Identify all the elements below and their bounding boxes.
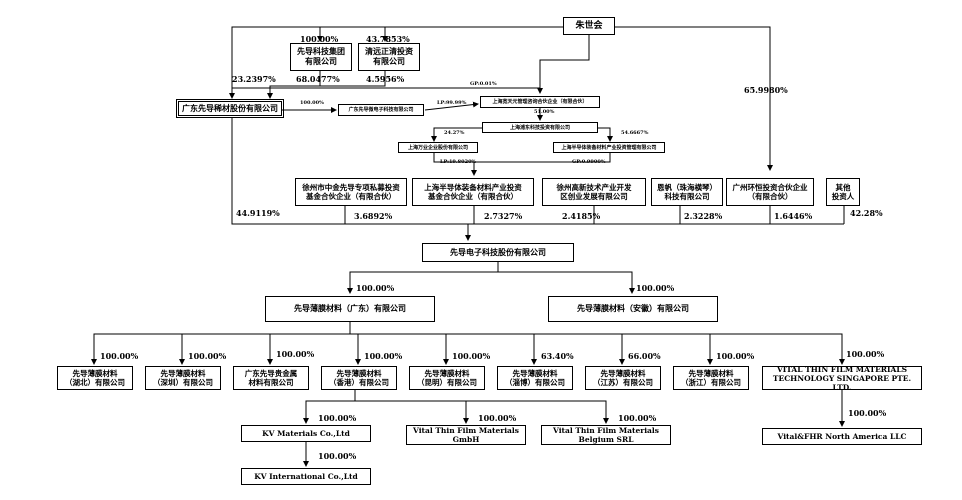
pct-bm-ah: 100.00% [636,283,675,293]
pct-16446: 1.6446% [774,211,813,221]
pct-xiandao-tech: 100.00% [300,34,339,44]
pct-belgium: 100.00% [618,413,657,423]
pct-24185: 2.4185% [562,211,601,221]
box-enfan-zhuhai: 恩帆（珠海横琴） 科技有限公司 [651,178,723,206]
pct-2427: 24.27% [444,130,465,136]
box-xuzhou-hitech: 徐州高新技术产业开发 区创业发展有限公司 [542,178,646,206]
pct-659980: 65.9980% [744,85,788,95]
box-thin-film-hongkong: 先导薄膜材料 （香港）有限公司 [321,366,397,390]
box-shanghai-semi-fund: 上海半导体装备材料产业投资 基金合伙企业（有限合伙） [412,178,534,206]
pct-bm-gd: 100.00% [356,283,395,293]
pct-449119: 44.9119% [236,208,280,218]
pct-hubei: 100.00% [100,351,139,361]
box-shanghai-wanye: 上海万业企业股份有限公司 [398,142,478,153]
box-shanghai-kuantianyuan: 上海宽天元管理咨询合伙企业（有限合伙） [480,96,600,108]
box-vital-belgium: Vital Thin Film Materials Belgium SRL [541,425,671,445]
box-shanghai-pudong-tech: 上海浦东科技投资有限公司 [482,122,598,133]
box-qingyuan-investment: 清远正清投资 有限公司 [358,43,420,71]
pct-36892: 3.6892% [354,211,393,221]
pct-23228: 2.3228% [684,211,723,221]
pct-gdgj: 100.00% [276,349,315,359]
pct-lp-198: LP:19.8020% [440,159,477,165]
box-thin-film-jiangsu: 先导薄膜材料 （江苏）有限公司 [585,366,661,390]
pct-gmbh: 100.00% [478,413,517,423]
box-kv-materials: KV Materials Co.,Ltd [241,425,371,442]
pct-kv-international: 100.00% [318,451,357,461]
box-thin-film-shenzhen: 先导薄膜材料 （深圳）有限公司 [145,366,221,390]
box-thin-film-anhui: 先导薄膜材料（安徽）有限公司 [548,296,718,322]
pct-kv-materials: 100.00% [318,413,357,423]
pct-north-america: 100.00% [848,408,887,418]
box-thin-film-zibo: 先导薄膜材料 （淄博）有限公司 [497,366,573,390]
pct-546667: 54.6667% [621,130,649,136]
pct-27327: 2.7327% [484,211,523,221]
pct-js: 66.00% [628,351,661,361]
box-kv-international: KV International Co.,Ltd [241,468,371,485]
box-other-investors: 其他 投资人 [826,178,860,206]
box-vital-singapore: VITAL THIN FILM MATERIALS TECHNOLOGY SIN… [762,365,922,392]
pct-xdtech-gd: 68.0477% [296,74,340,84]
pct-qy-gd: 4.5956% [366,74,405,84]
pct-gp-001: GP:0.01% [470,81,497,87]
box-thin-film-guangdong: 先导薄膜材料（广东）有限公司 [265,296,435,322]
box-guangzhou-huanheng: 广州环恒投资合伙企业 （有限合伙） [726,178,814,206]
pct-km: 100.00% [452,351,491,361]
box-xiandao-electronics: 先导电子科技股份有限公司 [422,243,574,262]
box-guangdong-precious-metal: 广东先导贵金属 材料有限公司 [233,366,309,390]
box-guangdong-xiandao-micro: 广东先导微电子科技有限公司 [338,104,424,116]
pct-hk: 100.00% [364,351,403,361]
pct-zj: 100.00% [716,351,755,361]
box-vital-north-america: Vital&FHR North America LLC [762,428,922,445]
pct-qingyuan: 43.7853% [366,34,410,44]
box-thin-film-hubei: 先导薄膜材料 （湖北）有限公司 [57,366,133,390]
box-zhu-shihui: 朱世会 [563,17,615,35]
pct-shenzhen: 100.00% [188,351,227,361]
pct-gp-09: GP:0.9900% [572,159,606,165]
pct-4228: 42.28% [850,208,883,218]
pct-51: 51.00% [534,109,555,115]
box-xiandao-tech-group: 先导科技集团 有限公司 [290,43,352,71]
pct-zibo: 63.40% [541,351,574,361]
box-shanghai-bandaoti-mgmt: 上海半导体装备材料产业投资管理有限公司 [553,142,665,153]
box-thin-film-kunming: 先导薄膜材料 （昆明）有限公司 [409,366,485,390]
box-guangdong-xiandao-rare: 广东先导稀材股份有限公司 [176,99,284,118]
box-thin-film-zhejiang: 先导薄膜材料 （浙江）有限公司 [673,366,749,390]
pct-lp-9999: LP:99.99% [437,100,467,106]
pct-sg: 100.00% [846,349,885,359]
pct-gd-wx: 100.00% [300,100,324,106]
box-xuzhou-zhongjin-fund: 徐州市中金先导专项私募投资 基金合伙企业（有限合伙） [295,178,407,206]
pct-zhu-gd: 23.2397% [232,74,276,84]
box-vital-gmbh: Vital Thin Film Materials GmbH [406,425,526,445]
